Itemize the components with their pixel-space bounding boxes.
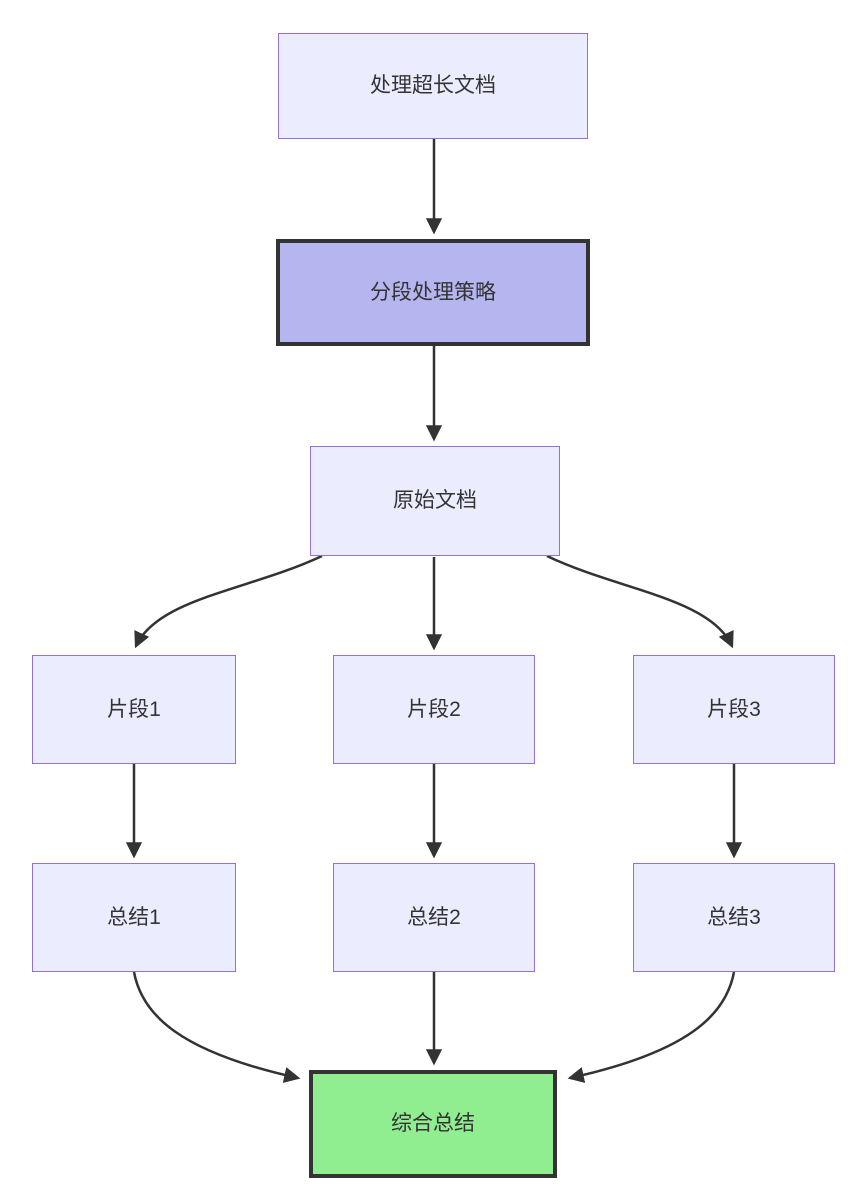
edge-summary3-to-final bbox=[567, 971, 736, 1083]
node-summary-3: 总结3 bbox=[633, 863, 835, 972]
node-summary-2: 总结2 bbox=[333, 863, 535, 972]
node-label: 总结2 bbox=[407, 905, 461, 929]
node-label: 综合总结 bbox=[391, 1112, 475, 1136]
node-process-long-document: 处理超长文档 bbox=[278, 33, 588, 139]
node-label: 片段1 bbox=[107, 697, 161, 721]
node-segment-1: 片段1 bbox=[32, 655, 236, 764]
node-label: 处理超长文档 bbox=[370, 74, 496, 98]
node-segment-3: 片段3 bbox=[633, 655, 835, 764]
edge-original-to-segment1 bbox=[134, 554, 323, 649]
edge-original-to-segment3 bbox=[546, 554, 734, 649]
node-label: 片段3 bbox=[707, 697, 761, 721]
node-label: 总结3 bbox=[707, 905, 761, 929]
node-summary-1: 总结1 bbox=[32, 863, 236, 972]
node-final-summary: 综合总结 bbox=[309, 1070, 557, 1178]
edge-summary1-to-final bbox=[132, 971, 301, 1083]
node-segmentation-strategy: 分段处理策略 bbox=[276, 239, 590, 346]
node-label: 片段2 bbox=[407, 697, 461, 721]
node-label: 总结1 bbox=[107, 905, 161, 929]
node-segment-2: 片段2 bbox=[333, 655, 535, 764]
node-original-document: 原始文档 bbox=[310, 446, 560, 556]
node-label: 原始文档 bbox=[393, 489, 477, 513]
node-label: 分段处理策略 bbox=[370, 280, 496, 304]
